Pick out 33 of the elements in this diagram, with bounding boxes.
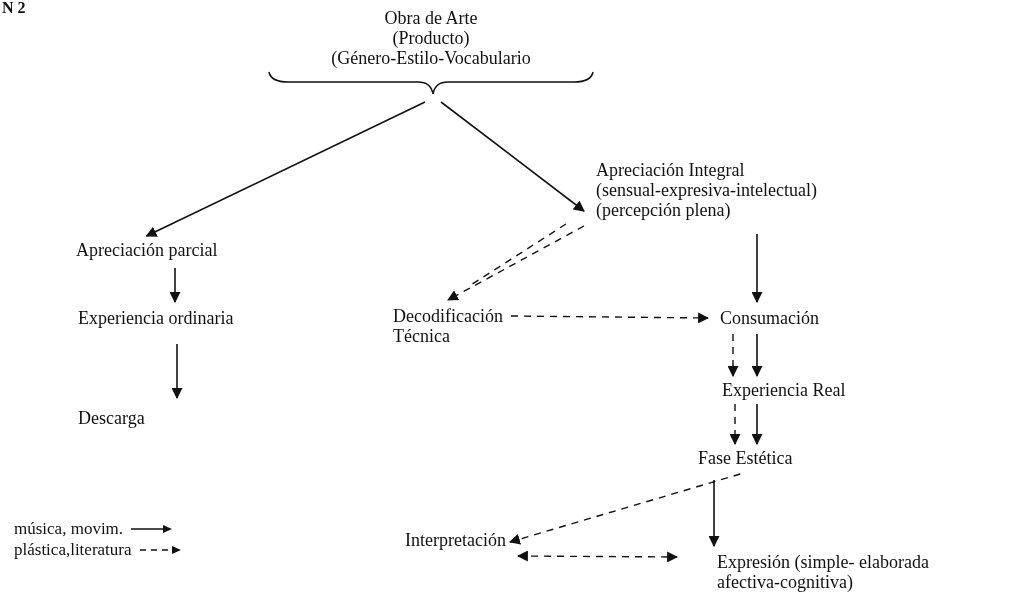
node-text: (percepción plena) [596, 200, 732, 220]
node-text: (sensual-expresiva-intelectual) [596, 180, 817, 200]
node-text: Apreciación parcial [76, 240, 218, 260]
arrow [729, 403, 741, 446]
node-text: Experiencia ordinaria [78, 308, 234, 328]
legend-text: música, movim. [14, 518, 124, 539]
node-text: Experiencia Real [722, 380, 846, 400]
node-text: Decodificación Técnica [393, 306, 503, 346]
node-text: Interpretación [405, 530, 506, 550]
arrow [171, 343, 183, 400]
arrow [727, 333, 739, 378]
arrow [751, 333, 763, 378]
node-text: Descarga [78, 408, 145, 428]
arrow [440, 101, 585, 212]
figure-number: N 2 [2, 0, 26, 16]
legend-text: plástica,literatura [14, 539, 132, 560]
braced-heading [268, 8, 594, 96]
arrow [508, 473, 741, 545]
arrow [447, 225, 585, 301]
arrow [751, 403, 763, 446]
node-text: Consumación [720, 308, 819, 328]
node-text: (Producto) [391, 28, 471, 48]
arrow [169, 267, 181, 304]
arrow [751, 233, 763, 304]
node-text: Expresión (simple- elaborada afectiva-cognitiva) [717, 552, 929, 592]
node-text: Fase Estética [698, 448, 793, 468]
arrow [708, 479, 720, 548]
arrow [145, 101, 426, 237]
arrow [510, 312, 710, 324]
node-text: Apreciación Integral [596, 160, 746, 180]
node-text: (Género-Estilo-Vocabulario [330, 48, 532, 68]
arrow [516, 550, 679, 563]
node-text: Obra de Arte [383, 8, 479, 28]
